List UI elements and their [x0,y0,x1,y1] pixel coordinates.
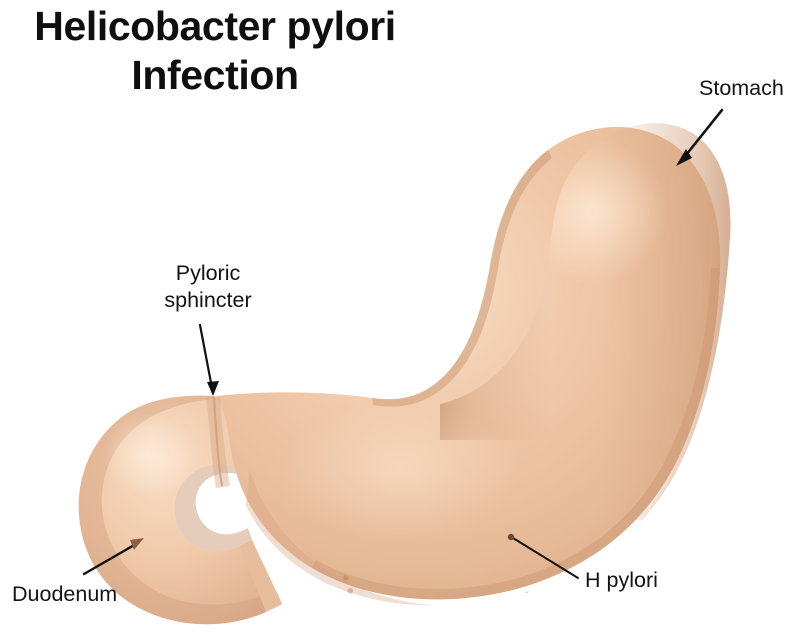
label-h-pylori: H pylori [585,568,658,592]
h-pylori-arrow [507,533,579,579]
label-pyloric-sphincter-line2: sphincter [164,288,252,312]
label-stomach: Stomach [699,76,784,100]
duodenum-cut-end [240,540,282,612]
duodenum-inner-shade [174,464,252,552]
label-pyloric-sphincter-line1: Pyloric [175,261,241,285]
pyloric-sphincter-seam [212,396,224,487]
label-pyloric-sphincter: Pyloric sphincter [148,260,268,314]
h-pylori-dot [523,587,530,593]
stomach-arrow [676,108,724,166]
stomach-body-highlight [280,400,520,540]
h-pylori-dot [538,581,543,587]
annotation-arrows [82,108,724,579]
duodenum-arrow [82,538,144,576]
lesser-curvature-edge [372,150,552,407]
h-pylori-dot [343,574,349,581]
pyloric-sphincter-structure [206,396,230,488]
duodenum-highlight [104,413,196,497]
pyloric-sphincter-shade [206,397,230,488]
h-pylori-dot [347,587,354,594]
label-duodenum: Duodenum [12,582,118,606]
duodenum-outer-shade [78,395,282,625]
stomach-structure [216,123,731,606]
pyloric-sphincter-arrow [198,323,219,396]
duodenum-structure [78,395,282,625]
